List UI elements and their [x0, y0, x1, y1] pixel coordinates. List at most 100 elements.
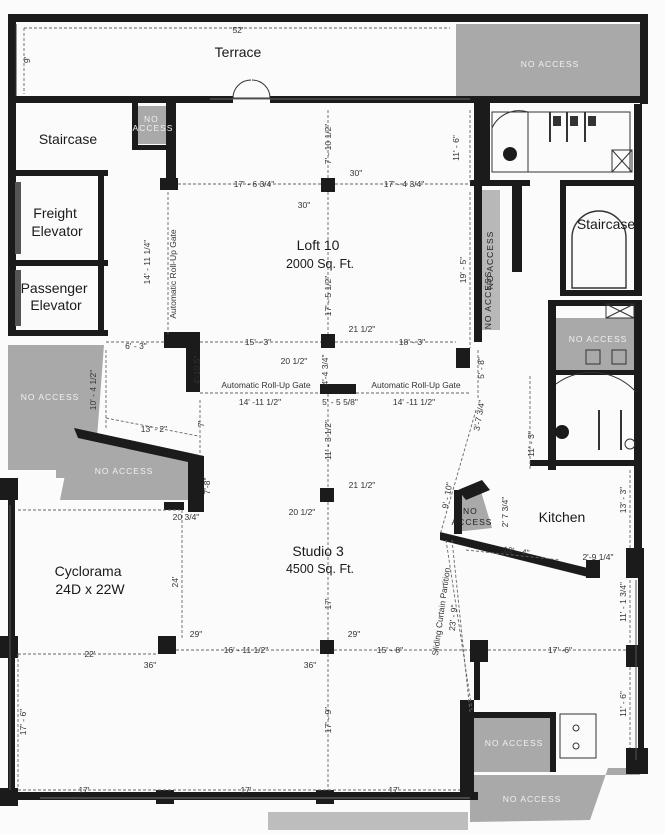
cyclorama-size: 24D x 22W — [55, 581, 125, 597]
dim-d17: 5' - 8" — [476, 357, 486, 379]
no-access-label-kitchen: NO ACCESS — [452, 506, 493, 527]
dim-terrace-depth: 9' — [22, 56, 32, 63]
studio-name: Studio 3 — [292, 543, 344, 559]
no-access-kitchen-line-1: NO — [463, 506, 478, 516]
loft-name: Loft 10 — [297, 237, 340, 253]
dim-d39: 11' - 1 3/4" — [618, 582, 628, 622]
room-staircase-left: Staircase — [39, 131, 98, 147]
room-cyclorama: Cyclorama 24D x 22W — [55, 563, 126, 597]
dim-d13: 21 1/2" — [349, 324, 376, 334]
gate-right: Automatic Roll-Up Gate — [371, 380, 461, 390]
dim-d23: 7' — [196, 420, 206, 427]
dim-d10: 6' - 3" — [125, 341, 147, 351]
room-staircase-right: Staircase — [577, 216, 636, 232]
window-lines — [9, 24, 637, 799]
no-access-label-restroom: NO ACCESS — [569, 334, 628, 344]
no-access-small-line-1: NO — [144, 114, 159, 124]
no-access-area-small — [138, 106, 168, 144]
freight-line-2: Elevator — [31, 223, 83, 239]
no-access-area-bottom-right — [470, 768, 640, 822]
dim-d4: 30" — [350, 168, 362, 178]
no-access-label-mid-left: NO ACCESS — [95, 466, 154, 476]
restroom-fixtures — [491, 110, 637, 759]
dimension-lines — [17, 27, 631, 791]
dim-d18: 14' -11 1/2" — [239, 397, 281, 407]
dimension-labels: 52' 9' 17' - 6 3/4" 17' - 4 3/4" 7' - 10… — [18, 25, 628, 795]
room-terrace: Terrace — [215, 44, 262, 60]
dim-d51: 17' — [78, 785, 89, 795]
gate-left: Automatic Roll-Up Gate — [221, 380, 311, 390]
dim-d7: 14' - 11 1/4" — [142, 240, 152, 285]
dim-d9: 19' - 5" — [458, 257, 468, 283]
no-access-kitchen-line-2: ACCESS — [452, 517, 493, 527]
dim-d33: 13' - 3" — [618, 487, 628, 513]
dim-d11: 15' - 3" — [245, 337, 271, 347]
loft-area: 2000 Sq. Ft. — [286, 257, 354, 271]
dim-d44: 15' - 8" — [377, 645, 403, 655]
dim-d14: 20 1/2" — [281, 356, 308, 366]
dim-d53: 17' — [388, 785, 399, 795]
dim-d30: 11' - 3" — [526, 431, 536, 457]
no-access-label-top-right: NO ACCESS — [521, 59, 580, 69]
dim-d25: 11' - 3 1/2" — [323, 420, 333, 460]
dim-d38: 23' - 9" — [447, 604, 459, 631]
dim-d36: 24' — [170, 576, 180, 587]
dim-d5: 30" — [298, 200, 310, 210]
no-access-area-mid-left — [60, 430, 202, 500]
dim-d3: 7' - 10 1/2" — [323, 124, 333, 165]
dim-d32: 2' 7 3/4" — [500, 497, 510, 528]
no-access-label-corridor: NO ACCESS — [485, 231, 495, 290]
dim-d40: 22' — [84, 649, 95, 659]
dim-d46: 36" — [144, 660, 156, 670]
dim-d45: 17' -6" — [548, 645, 572, 655]
passenger-line-2: Elevator — [30, 297, 82, 313]
no-access-label-left: NO ACCESS — [21, 392, 80, 402]
dim-d26: 21 1/2" — [349, 480, 376, 490]
dim-d16: 4'-4 3/4" — [320, 354, 330, 385]
dim-d49: 17' - 9" — [323, 707, 333, 733]
dim-d35: 2'-9 1/4" — [582, 552, 613, 562]
dim-d47: 36" — [304, 660, 316, 670]
dim-d31: 9' - 10" — [440, 482, 454, 510]
no-access-area-bottom — [470, 718, 556, 772]
dim-d52: 17' — [240, 785, 251, 795]
no-access-area-restroom — [556, 318, 640, 370]
room-passenger-elevator: Passenger Elevator — [21, 280, 92, 313]
dim-d34: 18' - 4" — [503, 544, 531, 558]
dim-d48: 17' - 6" — [18, 709, 28, 735]
dim-d12: 18' - 3" — [399, 337, 425, 347]
walls — [0, 14, 648, 806]
dim-d1: 17' - 6 3/4" — [234, 179, 275, 189]
passenger-line-1: Passenger — [21, 280, 88, 296]
dim-terrace-width: 52' — [232, 25, 243, 35]
no-access-label-bottom: NO ACCESS — [485, 738, 544, 748]
no-access-area-kitchen — [456, 488, 492, 532]
dim-d28: 20 3/4" — [173, 512, 200, 522]
no-access-areas — [8, 24, 642, 830]
dim-d2: 17' - 4 3/4" — [384, 179, 425, 189]
room-labels: Terrace Staircase Freight Elevator Passe… — [21, 44, 636, 597]
room-studio: Studio 3 4500 Sq. Ft. — [286, 543, 354, 576]
no-access-labels: NO ACCESS NO ACCESS NO ACCESS NO ACCESS … — [21, 59, 628, 804]
dim-d6: 11' - 6" — [451, 135, 461, 161]
dim-d27: 20 1/2" — [289, 507, 316, 517]
cyclorama-name: Cyclorama — [55, 563, 122, 579]
no-access-label-small: NO ACCESS — [133, 114, 174, 133]
no-access-small-line-2: ACCESS — [133, 123, 174, 133]
dim-d20: 14' -11 1/2" — [393, 397, 435, 407]
dim-d42: 16' - 11 1/2" — [224, 645, 269, 655]
no-access-label-corridor-2: NO ACCESS — [483, 271, 493, 330]
gate-vertical: Automatic Roll-Up Gate — [168, 229, 178, 319]
dim-d41: 29" — [190, 629, 202, 639]
dim-d21: 10' - 4 1/2" — [88, 370, 98, 411]
dim-d43: 29" — [348, 629, 360, 639]
no-access-area-top-right — [456, 24, 642, 98]
dim-d19: 5' - 5 5/8" — [322, 397, 358, 407]
room-freight-elevator: Freight Elevator — [31, 205, 83, 239]
dim-d15: 4'-10.5" — [192, 356, 202, 385]
no-access-area-corridor — [478, 190, 500, 330]
room-loft: Loft 10 2000 Sq. Ft. — [286, 237, 354, 271]
no-access-label-bottom-right: NO ACCESS — [503, 794, 562, 804]
